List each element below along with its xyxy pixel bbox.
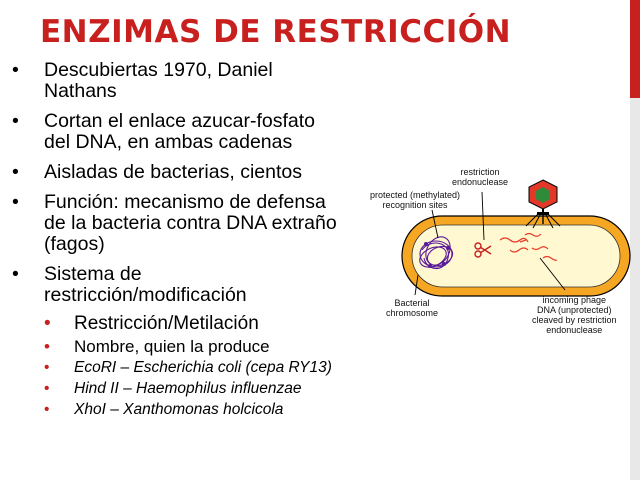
label-bacterial-chromosome: Bacterial chromosome: [386, 298, 439, 318]
diagram-svg: [401, 179, 631, 297]
phage-dna-fragments: [499, 232, 558, 261]
scissors-icon: [474, 242, 492, 258]
sub-bullet-dot: •: [44, 401, 50, 418]
enzyme-dash: –: [105, 401, 124, 418]
bullet-item: • Cortan el enlace azucar-fosfato del DN…: [10, 111, 380, 153]
bullet-line: Función: mecanismo de defensa: [44, 191, 326, 213]
sub-bullet-item: • Hind II – Haemophilus influenzae: [10, 378, 380, 399]
bacteriophage-icon: [525, 179, 561, 229]
label-protected-sites: protected (methylated) recognition sites: [370, 190, 461, 210]
bullet-item: • Sistema de restricción/modificación: [10, 264, 380, 306]
enzyme-name: XhoI: [74, 401, 106, 418]
enzyme-dash: –: [116, 359, 134, 376]
enzyme-organism: Haemophilus influenzae: [136, 380, 302, 397]
sub-bullet-item: • EcoRI – Escherichia coli (cepa RY13): [10, 357, 380, 378]
bullet-dot: •: [12, 263, 19, 285]
slide-title: ENZIMAS DE RESTRICCIÓN: [40, 14, 512, 50]
bullet-line: Nathans: [44, 80, 117, 102]
bullet-line: (fagos): [44, 233, 105, 255]
cell-interior: [411, 224, 621, 288]
bullet-line: Aisladas de bacterias, cientos: [44, 161, 302, 183]
sub-bullet-text: Restricción/Metilación: [74, 313, 259, 334]
restriction-diagram: restriction endonuclease protected (meth…: [360, 150, 635, 360]
sub-bullet-text: Nombre, quien la produce: [74, 337, 270, 356]
sub-bullet-item: • Restricción/Metilación: [10, 312, 380, 336]
enzyme-name: Hind II: [74, 380, 119, 397]
label-incoming-phage: incoming phage DNA (unprotected) cleaved…: [532, 295, 617, 335]
bullet-line: Cortan el enlace azucar-fosfato: [44, 110, 315, 132]
bullet-item: • Descubiertas 1970, Daniel Nathans: [10, 60, 380, 102]
bullet-dot: •: [12, 59, 19, 81]
bullet-line: Sistema de: [44, 263, 142, 285]
right-rule: [630, 98, 640, 480]
accent-bar: [630, 0, 640, 98]
bullet-item: • Aisladas de bacterias, cientos: [10, 162, 380, 183]
enzyme-organism: Xanthomonas holcicola: [123, 401, 284, 418]
bullet-list: • Descubiertas 1970, Daniel Nathans • Co…: [10, 60, 380, 420]
sub-bullet-dot: •: [44, 337, 50, 356]
enzyme-organism: Escherichia coli (cepa RY13): [133, 359, 332, 376]
bullet-item: • Función: mecanismo de defensa de la ba…: [10, 192, 380, 255]
bullet-line: restricción/modificación: [44, 284, 247, 306]
sub-bullet-item: • Nombre, quien la produce: [10, 337, 380, 357]
enzyme-dash: –: [118, 380, 137, 397]
enzyme-name: EcoRI: [74, 359, 117, 376]
methylated-sites: [424, 242, 450, 268]
label-restriction-endonuclease: restriction endonuclease: [452, 167, 509, 187]
bullet-dot: •: [12, 110, 19, 132]
bullet-line: del DNA, en ambas cadenas: [44, 131, 293, 153]
bullet-line: Descubiertas 1970, Daniel: [44, 59, 273, 81]
leader-lines: [414, 191, 566, 296]
bullet-line: de la bacteria contra DNA extraño: [44, 212, 337, 234]
sub-bullet-dot: •: [44, 359, 50, 376]
sub-bullet-dot: •: [44, 313, 51, 334]
sub-bullet-dot: •: [44, 380, 50, 397]
bullet-dot: •: [12, 161, 19, 183]
bullet-dot: •: [12, 191, 19, 213]
sub-bullet-item: • XhoI – Xanthomonas holcicola: [10, 399, 380, 420]
